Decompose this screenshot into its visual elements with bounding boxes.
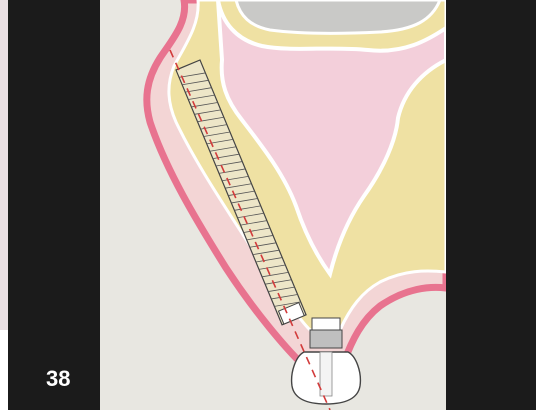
left-edge-strip — [0, 0, 8, 330]
left-dark-panel: 38 — [8, 0, 100, 410]
figure-number: 38 — [46, 366, 70, 392]
dental-implant-illustration — [100, 0, 446, 410]
sinus-air-space — [236, 0, 440, 33]
crown-screw-channel — [320, 352, 332, 396]
right-dark-panel — [446, 0, 536, 410]
implant-abutment — [310, 318, 342, 348]
